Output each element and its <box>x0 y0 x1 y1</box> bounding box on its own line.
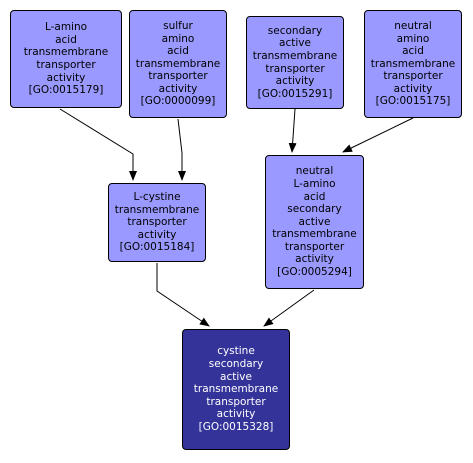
go-term-id: [GO:0005294] <box>277 266 352 279</box>
go-term-label-line: amino <box>396 32 430 45</box>
go-term-label-line: cystine <box>217 345 255 358</box>
go-term-label-line: active <box>279 37 311 50</box>
go-term-label-line: acid <box>402 45 424 58</box>
go-term-label-line: secondary <box>208 358 264 371</box>
edge-go-0015291-to-go-0005294 <box>288 108 297 153</box>
go-term-label-line: acid <box>55 33 77 46</box>
go-term-label-line: transmembrane <box>114 203 200 216</box>
go-term-label-line: L-amino <box>293 177 336 190</box>
go-term-label-line: sulfur <box>163 19 193 32</box>
go-term-label-line: transporter <box>383 70 443 83</box>
edge-go-0015184-to-go-0015328 <box>156 263 210 327</box>
go-term-label-line: transmembrane <box>23 46 109 59</box>
go-term-label-line: transporter <box>265 62 325 75</box>
go-term-label-line: amino <box>161 32 195 45</box>
edge-go-0015179-to-go-0015184 <box>59 108 137 181</box>
go-term-label-line: active <box>220 370 252 383</box>
go-term-label-line: transmembrane <box>252 49 338 62</box>
go-term-label-line: transmembrane <box>370 57 456 70</box>
go-term-label-line: transmembrane <box>193 383 279 396</box>
go-term-label-line: transporter <box>284 240 345 253</box>
go-term-label-line: L-cystine <box>133 191 181 204</box>
go-term-label-line: acid <box>303 190 326 203</box>
go-term-label-line: secondary <box>267 24 323 37</box>
go-term-label-line: activity <box>295 253 334 266</box>
go-term-label-line: transmembrane <box>135 57 221 70</box>
go-term-label-line: transporter <box>36 59 96 71</box>
edge-go-0000099-to-go-0015184 <box>177 118 186 181</box>
go-term-id: [GO:0015184] <box>119 241 195 254</box>
go-term-label-line: L-amino <box>44 21 88 34</box>
go-term-label-line: transporter <box>148 70 208 83</box>
go-term-label-line: acid <box>167 45 189 58</box>
go-term-label-line: activity <box>46 71 86 84</box>
go-term-id: [GO:0015175] <box>375 95 451 108</box>
go-term-label-line: secondary <box>287 203 342 216</box>
go-term-label-line: transporter <box>206 395 266 408</box>
edge-go-0005294-to-go-0015328 <box>263 289 315 327</box>
go-term-id: [GO:0015328] <box>198 420 274 433</box>
go-term-label-line: activity <box>158 82 198 95</box>
go-term-label-line: activity <box>216 408 256 421</box>
go-term-label-line: activity <box>275 75 315 88</box>
go-term-id: [GO:0015179] <box>28 84 104 97</box>
go-term-label-line: activity <box>393 82 433 95</box>
go-term-id: [GO:0015291] <box>257 87 333 100</box>
go-term-label-line: activity <box>137 228 177 241</box>
go-term-label-line: active <box>298 215 331 228</box>
go-term-label-line: transporter <box>127 216 187 229</box>
go-term-label-line: transmembrane <box>272 228 357 241</box>
edge-go-0015175-to-go-0005294 <box>342 117 414 153</box>
go-term-id: [GO:0000099] <box>140 95 216 108</box>
go-term-label-line: neutral <box>394 19 432 32</box>
go-term-label-line: neutral <box>295 165 334 178</box>
